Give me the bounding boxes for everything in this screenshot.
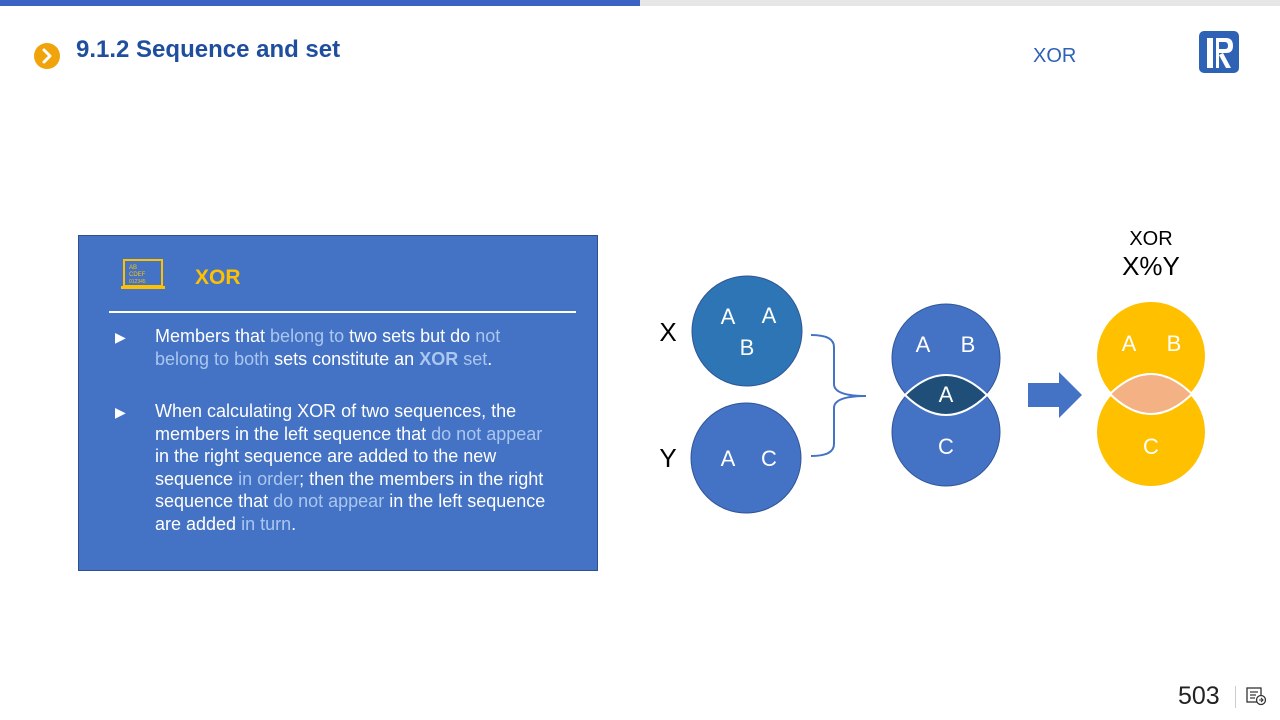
x-set-circle [691,275,803,387]
page-title: 9.1.2 Sequence and set [76,36,341,63]
result-bottom-member: C [1143,434,1159,459]
xor-definition-panel: AB CDEF 012345 XOR ▶ Members that belong… [78,235,598,571]
text-segment: in order [238,468,300,489]
text-segment: not belong to both [155,326,501,369]
bullet-item-text: Members that belong to two sets but do n… [155,325,555,370]
chevron-right-icon [34,43,60,69]
page-number: 503 [1178,682,1220,710]
text-segment: sets constitute an [269,348,420,369]
top-progress-fill [0,0,640,6]
text-segment: do not appear [431,423,543,444]
icon-text-line-1: AB [129,265,137,271]
text-segment: in the left sequence are added [155,491,546,534]
y-member: C [761,446,777,471]
result-top-member: B [1167,331,1182,356]
text-segment: two sets but do [344,326,476,346]
grouping-brace [810,334,867,457]
text-segment: When calculating XOR of two sequences, t… [155,401,517,444]
result-top-member: A [1122,331,1137,356]
top-progress-track [0,0,1280,6]
text-segment: in the right sequence are added to the n… [155,446,497,489]
y-set-circle [690,402,802,514]
triangle-bullet-icon: ▶ [115,404,126,420]
union-top-member: B [961,332,976,357]
union-top-member: A [916,332,931,357]
right-arrow-icon [1028,372,1082,418]
slide-notes-icon[interactable] [1246,686,1268,706]
text-segment: XOR [419,348,459,369]
icon-text-line-3: 012345 [129,279,146,285]
triangle-bullet-icon: ▶ [115,329,126,345]
brand-logo-icon [1198,30,1242,76]
text-segment: belong to [270,326,345,346]
result-op-name: XOR [1129,228,1172,250]
result-overlap-lens [1108,373,1194,415]
text-segment: . [291,513,297,534]
text-segment: do not appear [273,491,385,511]
union-overlap-member: A [939,382,954,407]
text-segment: ; then the members in the right sequence… [155,468,544,512]
x-label: X [659,317,676,347]
topic-label: XOR [1033,45,1077,67]
text-segment: set [463,348,488,369]
panel-divider [109,311,576,313]
text-segment: Members that [155,326,271,346]
blackboard-icon: AB CDEF 012345 [121,258,165,294]
text-segment: in turn [241,513,292,534]
x-member: A [721,304,736,329]
x-member: A [762,303,777,328]
bullet-item-text: When calculating XOR of two sequences, t… [155,400,555,535]
icon-text-line-2: CDEF [129,272,146,278]
union-bottom-member: C [938,434,954,459]
footer-divider [1235,686,1236,708]
y-label: Y [659,443,676,473]
panel-heading: XOR [195,266,241,289]
result-expression: X%Y [1122,251,1180,281]
union-overlap-lens [903,374,989,416]
y-member: A [721,446,736,471]
text-segment: . [487,348,493,369]
x-member: B [740,335,755,360]
